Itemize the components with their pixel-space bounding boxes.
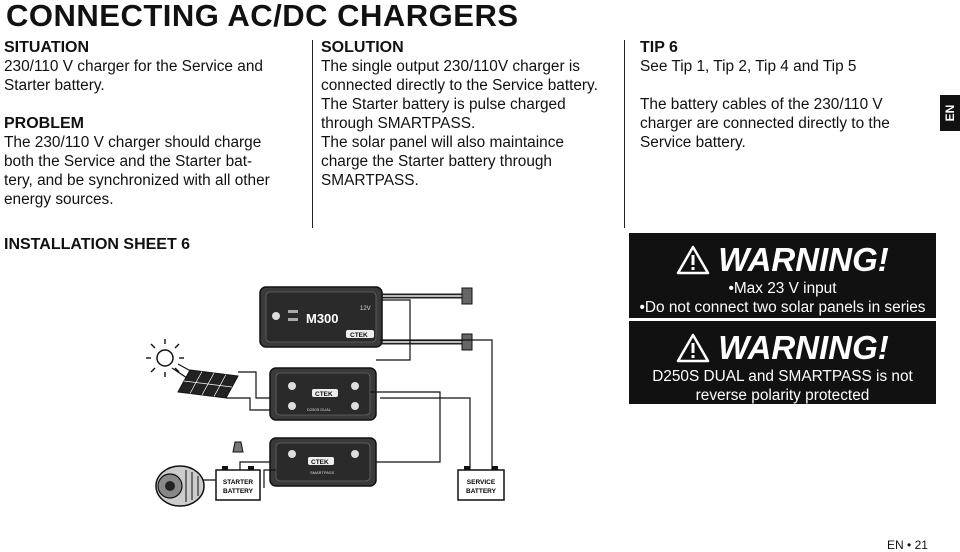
warning-triangle-icon [677, 333, 710, 363]
problem-text: The 230/110 V charger should charge both… [4, 133, 304, 209]
alternator-icon [155, 465, 205, 507]
text-line: SMARTPASS. [321, 172, 419, 189]
text-line: The 230/110 V charger should charge [4, 134, 262, 151]
text-line: charger are connected directly to the [640, 115, 890, 132]
text-line: charge the Starter battery through [321, 153, 552, 170]
text-line: through SMARTPASS. [321, 115, 476, 132]
battery-label: BATTERY [466, 488, 497, 495]
column-divider [312, 40, 313, 228]
smartpass-unit: CTEK SMARTPASS [269, 437, 377, 487]
footer: EN • 21 [887, 538, 928, 552]
d250s-label: D250S DUAL [307, 407, 332, 412]
tip-heading: TIP 6 [640, 39, 678, 56]
battery-label: BATTERY [223, 488, 254, 495]
tip-section: TIP 6 See Tip 1, Tip 2, Tip 4 and Tip 5 … [640, 38, 935, 152]
battery-label: STARTER [223, 479, 254, 486]
mains-plug-icon [378, 287, 473, 351]
solution-heading: SOLUTION [321, 39, 404, 56]
installation-heading: INSTALLATION SHEET 6 [4, 236, 191, 253]
solar-panel-icon [177, 369, 239, 399]
text-line: The solar panel will also maintaince [321, 134, 564, 151]
warning-line: •Do not connect two solar panels in seri… [639, 299, 926, 316]
warning-line: D250S DUAL and SMARTPASS is not [652, 368, 913, 385]
page-title: CONNECTING AC/DC CHARGERS [6, 0, 519, 33]
text-line: 230/110 V charger for the Service and [4, 58, 263, 75]
warning-title: WARNING! [718, 329, 889, 366]
service-battery: SERVICE BATTERY [457, 466, 505, 501]
situation-section: SITUATION 230/110 V charger for the Serv… [4, 38, 304, 209]
warning-box-input: WARNING! •Max 23 V input •Do not connect… [629, 233, 936, 318]
text-line: connected directly to the Service batter… [321, 77, 598, 94]
warning-header: WARNING! [629, 329, 936, 367]
text-line: Service battery. [640, 134, 746, 151]
charger-voltage-label: 12V [360, 306, 371, 312]
language-tab: EN [940, 95, 960, 131]
problem-heading: PROBLEM [4, 115, 84, 132]
ground-icon [232, 441, 244, 453]
warning-line: •Max 23 V input [728, 280, 837, 297]
sun-icon [146, 339, 197, 381]
text-line: tery, and be synchronized with all other [4, 172, 270, 189]
brand-label: CTEK [311, 459, 329, 466]
warning-header: WARNING! [629, 241, 936, 279]
text-line: The battery cables of the 230/110 V [640, 96, 883, 113]
tip-reference: See Tip 1, Tip 2, Tip 4 and Tip 5 [640, 58, 857, 75]
text-line: both the Service and the Starter bat- [4, 153, 253, 170]
charger-m300: M300 12V CTEK [259, 286, 383, 348]
warning-line: reverse polarity protected [695, 387, 870, 404]
column-divider [624, 40, 625, 228]
brand-label: CTEK [315, 391, 333, 398]
wiring [200, 299, 493, 488]
tip-text: The battery cables of the 230/110 V char… [640, 95, 935, 152]
text-line: energy sources. [4, 191, 114, 208]
warning-title: WARNING! [718, 241, 889, 278]
page-number: 21 [914, 538, 928, 552]
starter-battery: STARTER BATTERY [215, 466, 261, 501]
smartpass-label: SMARTPASS [310, 470, 335, 475]
footer-separator: • [907, 538, 912, 552]
d250s-dual-unit: CTEK D250S DUAL [269, 367, 377, 421]
charger-model-label: M300 [306, 311, 339, 326]
situation-heading: SITUATION [4, 39, 90, 56]
footer-lang: EN [887, 538, 904, 552]
warning-triangle-icon [677, 245, 710, 275]
battery-label: SERVICE [467, 479, 496, 486]
warning-box-polarity: WARNING! D250S DUAL and SMARTPASS is not… [629, 321, 936, 404]
solution-section: SOLUTION The single output 230/110V char… [321, 38, 616, 190]
text-line: The Starter battery is pulse charged [321, 96, 566, 113]
brand-label: CTEK [350, 332, 368, 339]
situation-text: 230/110 V charger for the Service and St… [4, 57, 304, 95]
text-line: The single output 230/110V charger is [321, 58, 580, 75]
solution-text: The single output 230/110V charger is co… [321, 57, 616, 190]
text-line: Starter battery. [4, 77, 105, 94]
